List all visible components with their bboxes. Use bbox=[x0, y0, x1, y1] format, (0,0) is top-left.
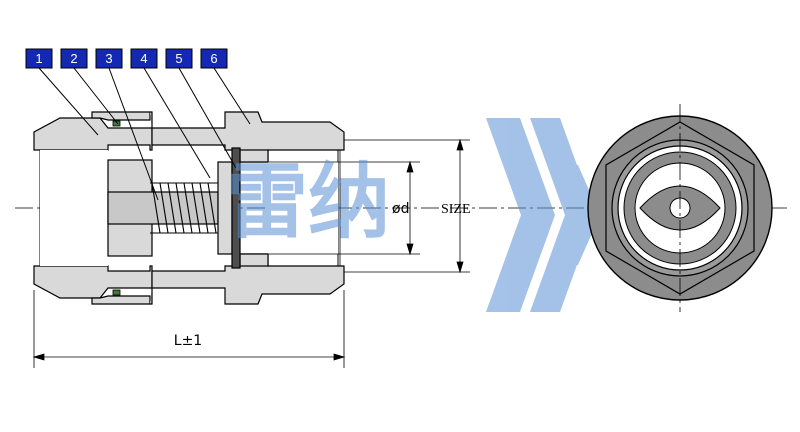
length-dimension-label: L±1 bbox=[174, 333, 202, 349]
size-dimension bbox=[344, 138, 470, 274]
callout-3: 3 bbox=[95, 48, 123, 69]
stem-guide bbox=[107, 159, 219, 257]
svg-text:1: 1 bbox=[35, 51, 42, 66]
leader-lines bbox=[38, 67, 251, 201]
o-ring-top bbox=[112, 120, 121, 127]
svg-text:6: 6 bbox=[210, 51, 217, 66]
watermark-text: 雷纳 bbox=[226, 155, 390, 250]
svg-text:4: 4 bbox=[140, 51, 147, 66]
spring bbox=[150, 182, 218, 234]
svg-text:5: 5 bbox=[175, 51, 182, 66]
callout-5: 5 bbox=[165, 48, 193, 69]
callout-2: 2 bbox=[60, 48, 88, 69]
size-dimension-label: SIZE bbox=[441, 202, 471, 217]
callout-4: 4 bbox=[130, 48, 158, 69]
valve-end-view bbox=[587, 104, 773, 312]
bore-dimension-label: ød bbox=[392, 201, 409, 217]
bore-dimension bbox=[268, 160, 420, 256]
callout-1: 1 bbox=[25, 48, 53, 69]
o-ring-bottom bbox=[112, 289, 121, 296]
length-dimension bbox=[32, 290, 346, 368]
callout-6: 6 bbox=[200, 48, 228, 69]
valve-disc bbox=[217, 147, 241, 269]
svg-text:3: 3 bbox=[105, 51, 112, 66]
bore-void bbox=[40, 150, 108, 266]
outlet-void bbox=[268, 162, 338, 254]
watermark-logo bbox=[486, 118, 600, 312]
svg-text:2: 2 bbox=[70, 51, 77, 66]
